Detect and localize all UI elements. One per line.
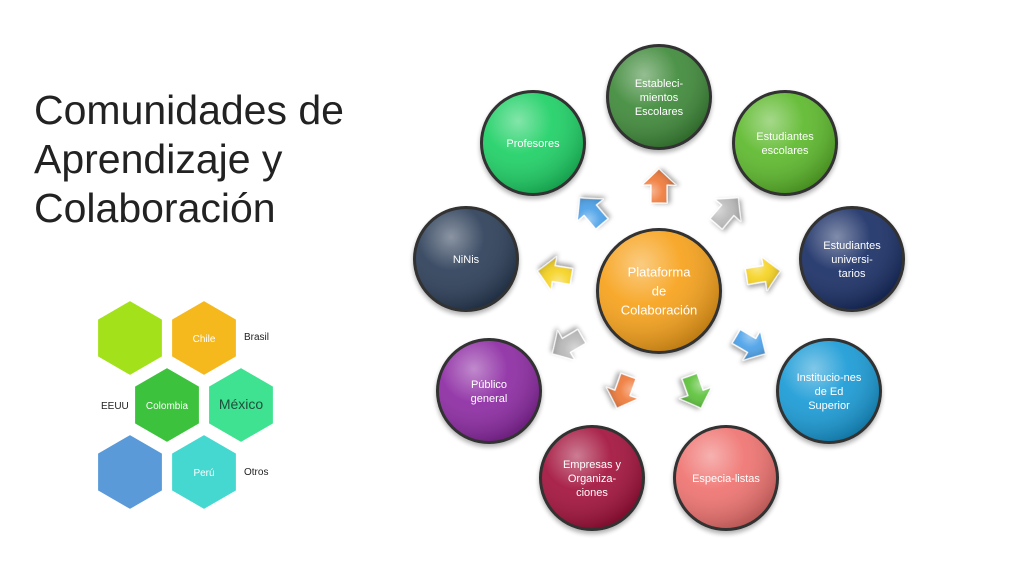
node-establecimientos-label-line: mientos bbox=[640, 92, 679, 104]
node-establecimientos-label-line: Escolares bbox=[635, 106, 684, 118]
title-line-1: Comunidades de bbox=[34, 87, 344, 133]
node-estudiantes-escolares-label-line: Estudiantes bbox=[756, 131, 814, 143]
node-especialistas: Especia-listas bbox=[673, 425, 779, 531]
hexagon-blank-0 bbox=[96, 298, 164, 378]
node-empresas-label-line: ciones bbox=[576, 487, 608, 499]
node-ninis-label-line: NiNis bbox=[453, 254, 480, 266]
center-node-platform-label-line: de bbox=[652, 284, 666, 299]
node-estudiantes-escolares-label-line: escolares bbox=[761, 145, 809, 157]
label-otros: Otros bbox=[244, 467, 269, 478]
node-publico-label-line: Público bbox=[471, 379, 507, 391]
center-node-platform-label-line: Plataforma bbox=[628, 265, 692, 280]
center-node-platform-label-line: Colaboración bbox=[621, 303, 698, 318]
hexagon-label: México bbox=[219, 396, 264, 412]
slide-title: Comunidades de Aprendizaje y Colaboració… bbox=[34, 86, 394, 234]
node-publico-label-line: general bbox=[471, 393, 508, 405]
hexagon-label: Perú bbox=[193, 468, 214, 479]
node-ninis: NiNis bbox=[413, 206, 519, 312]
node-instituciones-label-line: Superior bbox=[808, 400, 850, 412]
hexagon-label: Chile bbox=[193, 334, 216, 345]
hexagon-colombia: Colombia bbox=[133, 365, 201, 445]
hexagon-label: Colombia bbox=[146, 401, 189, 412]
arrow-to-publico bbox=[551, 328, 587, 361]
node-empresas-label-line: Organiza- bbox=[568, 473, 617, 485]
node-profesores: Profesores bbox=[480, 90, 586, 196]
node-instituciones-label-line: Institucio-nes bbox=[797, 372, 862, 384]
node-estudiantes-universitarios-label-line: Estudiantes bbox=[823, 240, 881, 252]
hexagon-blank-4 bbox=[96, 432, 164, 512]
arrow-to-empresas bbox=[605, 372, 640, 409]
node-estudiantes-universitarios-label-line: universi- bbox=[831, 254, 873, 266]
node-profesores-label-line: Profesores bbox=[506, 138, 560, 150]
arrow-to-estudiantes-escolares bbox=[709, 197, 742, 230]
node-empresas-label-line: Empresas y bbox=[563, 459, 622, 471]
node-publico: Público general bbox=[436, 338, 542, 444]
node-establecimientos-label-line: Estableci- bbox=[635, 78, 684, 90]
title-line-3: Colaboración bbox=[34, 185, 276, 232]
label-eeuu: EEUU bbox=[101, 401, 129, 412]
node-instituciones-label-line: de Ed bbox=[815, 386, 844, 398]
node-estudiantes-escolares: Estudiantes escolares bbox=[732, 90, 838, 196]
node-estudiantes-universitarios: Estudiantes universi-tarios bbox=[799, 206, 905, 312]
hexagon-perú: Perú bbox=[170, 432, 238, 512]
node-instituciones: Institucio-nes de Ed Superior bbox=[776, 338, 882, 444]
arrow-to-ninis bbox=[537, 256, 574, 291]
arrow-to-profesores bbox=[576, 197, 609, 230]
arrow-to-especialistas bbox=[678, 372, 713, 409]
node-estudiantes-universitarios-label-line: tarios bbox=[839, 268, 866, 280]
hexagon-méxico: México bbox=[207, 365, 275, 445]
arrow-to-establecimientos bbox=[641, 168, 677, 204]
node-especialistas-label-line: Especia-listas bbox=[692, 473, 760, 485]
arrow-to-estudiantes-universitarios bbox=[744, 256, 781, 291]
title-line-2: Aprendizaje y bbox=[34, 136, 283, 183]
arrow-to-instituciones bbox=[731, 328, 767, 361]
hexagon-chile: Chile bbox=[170, 298, 238, 378]
node-empresas: Empresas y Organiza-ciones bbox=[539, 425, 645, 531]
label-brasil: Brasil bbox=[244, 332, 270, 343]
